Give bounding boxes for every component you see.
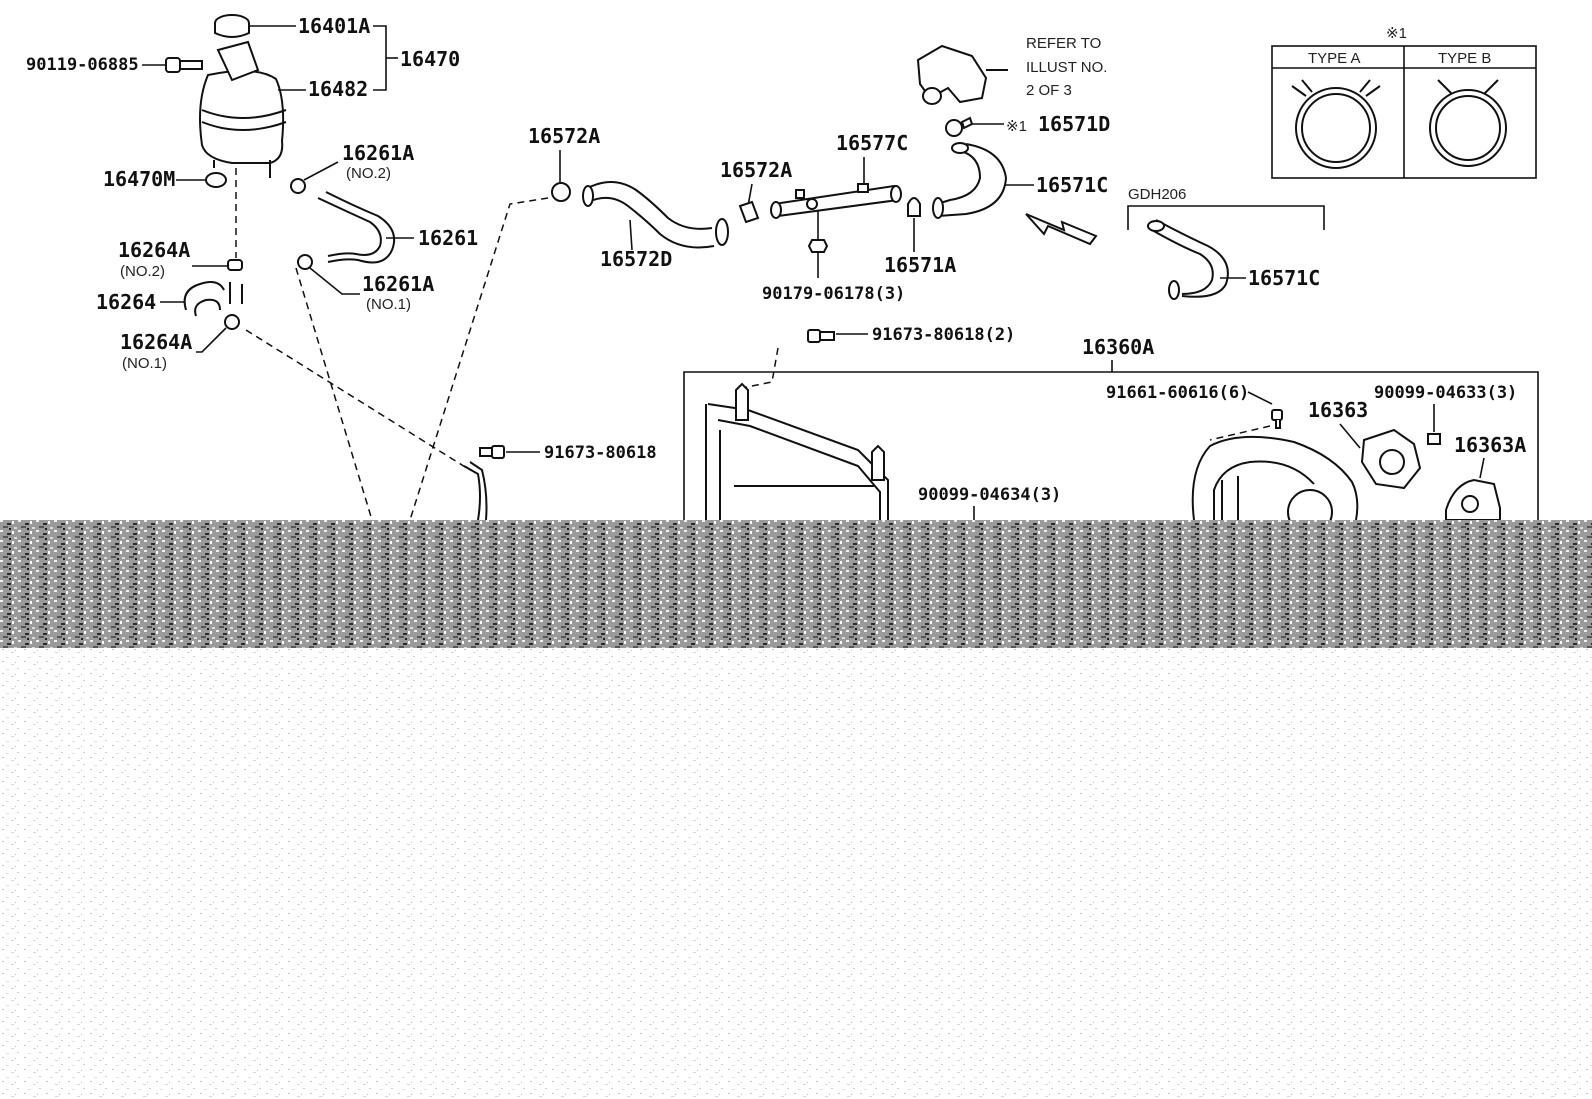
- hose-clamp-icon[interactable]: [227, 259, 243, 271]
- part-sublabel-no1: (NO.1): [366, 296, 411, 313]
- part-sublabel-no1: (NO.1): [122, 355, 167, 372]
- hose-clamp-icon[interactable]: [290, 178, 306, 194]
- connection-lines: [245, 197, 779, 521]
- part-label-90179-06178[interactable]: 90179-06178(3): [762, 284, 905, 304]
- water-pipe-icon[interactable]: [770, 183, 902, 219]
- water-outlet-icon[interactable]: [916, 44, 1008, 105]
- radiator-hose-icon[interactable]: [582, 181, 729, 249]
- direction-arrow-icon: [1025, 213, 1098, 246]
- nut-icon[interactable]: [807, 239, 829, 253]
- part-label-91673-80618-2[interactable]: 91673-80618(2): [872, 325, 1015, 345]
- part-label-91673-80618[interactable]: 91673-80618: [544, 443, 657, 463]
- part-label-16482[interactable]: 16482: [308, 77, 368, 101]
- drain-hose-icon[interactable]: [463, 461, 488, 521]
- image-corruption-area: [0, 648, 1592, 1099]
- hose-16264-group: 16264A (NO.2) 16264 16264A (NO.1): [96, 238, 243, 372]
- bolt-icon[interactable]: [479, 445, 505, 459]
- bolt-icon[interactable]: [1271, 409, 1283, 429]
- part-label-16261[interactable]: 16261: [418, 226, 478, 250]
- reference-note-line2: ILLUST NO.: [1026, 59, 1107, 76]
- clamp-type-b-icon: [1429, 79, 1507, 167]
- part-label-16572A-left[interactable]: 16572A: [528, 124, 600, 148]
- part-label-16360A[interactable]: 16360A: [1082, 335, 1154, 359]
- image-corruption-band: [0, 520, 1592, 648]
- hose-clamp-icon[interactable]: [551, 182, 571, 202]
- part-label-16470[interactable]: 16470: [400, 47, 460, 71]
- clamp-type-table: ※1 TYPE A TYPE B: [1271, 25, 1537, 179]
- hose-16261-group: 16261A (NO.2) 16261 16261A (NO.1): [290, 141, 478, 313]
- lower-hose-group: REFER TO ILLUST NO. 2 OF 3 ※1 16571D 165…: [916, 35, 1325, 300]
- coolant-hose-icon[interactable]: [317, 191, 396, 264]
- part-label-16401A[interactable]: 16401A: [298, 14, 370, 38]
- part-label-16571A[interactable]: 16571A: [884, 253, 956, 277]
- part-label-16264A-no2[interactable]: 16264A: [118, 238, 190, 262]
- clamp-table-mark: ※1: [1386, 25, 1407, 42]
- part-label-16363[interactable]: 16363: [1308, 398, 1368, 422]
- part-label-90099-04633[interactable]: 90099-04633(3): [1374, 383, 1517, 403]
- part-label-16470M[interactable]: 16470M: [103, 167, 175, 191]
- part-label-16571D[interactable]: 16571D: [1038, 112, 1110, 136]
- reference-note-line1: REFER TO: [1026, 35, 1101, 52]
- part-label-16363A[interactable]: 16363A: [1454, 433, 1526, 457]
- part-label-16261A-no1[interactable]: 16261A: [362, 272, 434, 296]
- part-label-16572A-right[interactable]: 16572A: [720, 158, 792, 182]
- clamp-type-mark: ※1: [1006, 118, 1027, 135]
- radiator-hose-icon[interactable]: [1147, 219, 1229, 300]
- reservoir-cap-icon[interactable]: [214, 14, 250, 38]
- part-label-90119-06885[interactable]: 90119-06885: [26, 55, 139, 75]
- part-label-16571C[interactable]: 16571C: [1036, 173, 1108, 197]
- water-pipe-group: 16577C 90179-06178(3) 16571A: [762, 131, 956, 304]
- reservoir-tank-icon[interactable]: [199, 40, 287, 178]
- fan-shroud-icon[interactable]: [1191, 435, 1359, 535]
- variant-label: GDH206: [1128, 186, 1186, 203]
- part-label-91661-60616[interactable]: 91661-60616(6): [1106, 383, 1249, 403]
- upper-hose-group: 16572A 16572D 16572A: [528, 124, 792, 271]
- part-label-16572D[interactable]: 16572D: [600, 247, 672, 271]
- part-label-16264[interactable]: 16264: [96, 290, 156, 314]
- hose-clamp-icon[interactable]: [945, 116, 974, 137]
- part-sublabel-no2: (NO.2): [120, 263, 165, 280]
- part-label-16261A-no2[interactable]: 16261A: [342, 141, 414, 165]
- part-sublabel-no2: (NO.2): [346, 165, 391, 182]
- clamp-type-b-label: TYPE B: [1438, 50, 1491, 67]
- bolt-icon[interactable]: [165, 57, 203, 73]
- hose-clamp-icon[interactable]: [907, 197, 921, 217]
- hose-clamp-icon[interactable]: [738, 200, 760, 224]
- hose-clamp-icon[interactable]: [224, 314, 240, 330]
- reservoir-tank-group: 16401A 16470 90119-06885 16482 16470M: [26, 14, 460, 258]
- clamp-type-a-icon: [1291, 79, 1381, 169]
- radiator-assembly-group: 91673-80618(2) 16360A 91673-80618 90099-…: [463, 325, 1539, 535]
- radiator-shroud-icon[interactable]: [705, 382, 889, 520]
- part-label-16577C[interactable]: 16577C: [836, 131, 908, 155]
- part-label-16571C-variant[interactable]: 16571C: [1248, 266, 1320, 290]
- bolt-icon[interactable]: [1427, 433, 1441, 445]
- part-label-90099-04634[interactable]: 90099-04634(3): [918, 485, 1061, 505]
- coolant-hose-icon[interactable]: [183, 281, 243, 317]
- radiator-hose-icon[interactable]: [932, 142, 1008, 219]
- bolt-icon[interactable]: [807, 329, 835, 343]
- hose-clamp-icon[interactable]: [297, 254, 313, 270]
- reference-note-line3: 2 OF 3: [1026, 82, 1072, 99]
- fan-motor-icon[interactable]: [1360, 428, 1422, 490]
- grommet-icon[interactable]: [205, 172, 227, 188]
- clamp-type-a-label: TYPE A: [1308, 50, 1361, 67]
- part-label-16264A-no1[interactable]: 16264A: [120, 330, 192, 354]
- fan-motor-icon[interactable]: [1445, 478, 1501, 521]
